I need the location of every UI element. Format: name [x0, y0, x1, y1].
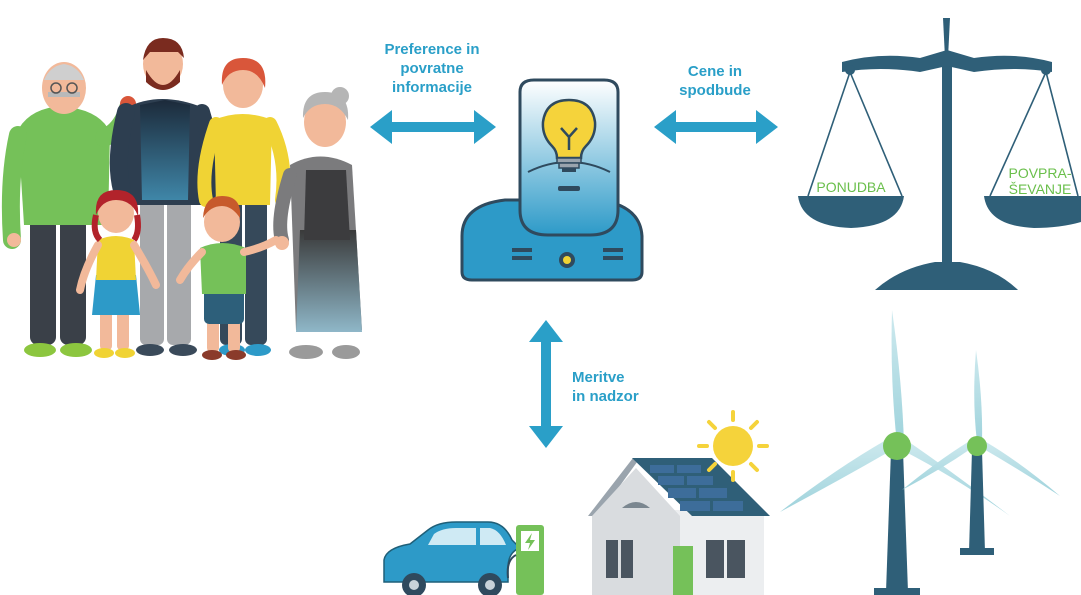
preferences-label-line2: povratne [400, 60, 464, 77]
sun-icon [697, 410, 769, 482]
grandmother-figure [273, 87, 362, 359]
ai-robot-icon [460, 78, 644, 282]
preferences-feedback-label: Preference in povratne informacije [367, 40, 497, 97]
scale-right-pan-label-line1: POVPRA- [1008, 165, 1071, 181]
prices-incentives-label: Cene in spodbude [660, 62, 770, 100]
charging-station-icon [506, 525, 544, 595]
measurements-control-label: Meritve in nadzor [572, 368, 672, 406]
arrow-family-robot [370, 110, 496, 144]
house-with-solar-panels-icon [588, 458, 770, 595]
wind-turbine-small-icon [902, 350, 1060, 555]
prices-label-line1: Cene in [687, 63, 743, 80]
balance-scale-icon: PONUDBA POVPRA- ŠEVANJE [798, 18, 1081, 290]
solar-panels [650, 465, 743, 511]
girl-figure [76, 190, 160, 358]
scale-right-pan-label-line2: ŠEVANJE [1009, 181, 1072, 197]
arrow-robot-scale [654, 110, 778, 144]
scale-left-pan-label: PONUDBA [816, 179, 886, 195]
family-illustration [1, 38, 362, 360]
electric-car-icon [383, 521, 522, 595]
measurements-label-line1: Meritve [572, 369, 625, 386]
lightbulb-icon [541, 98, 597, 172]
boy-figure [176, 196, 280, 360]
preferences-label-line1: Preference in [384, 41, 480, 58]
arrow-robot-devices [529, 320, 563, 448]
preferences-label-line3: informacije [391, 79, 473, 96]
measurements-label-line2: in nadzor [572, 388, 639, 405]
prices-label-line2: spodbude [679, 82, 751, 99]
